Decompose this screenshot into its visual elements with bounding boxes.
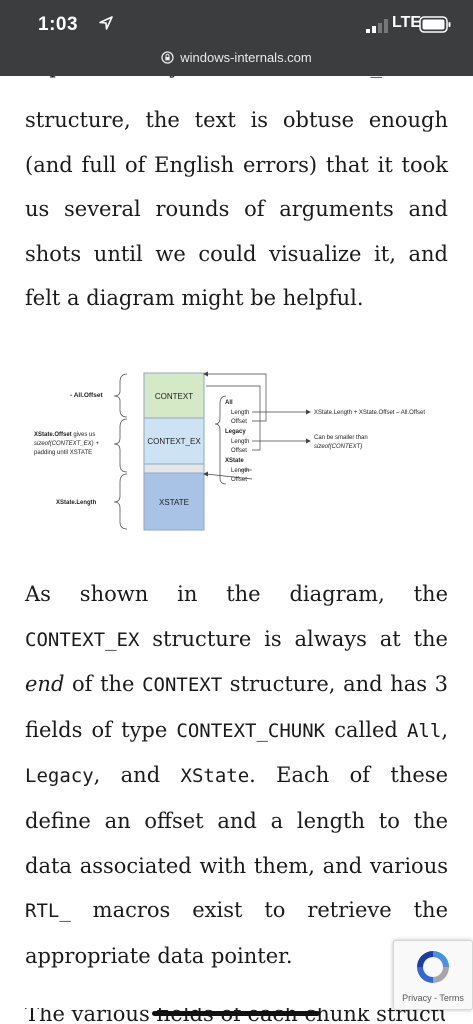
text-run: As shown in the diagram, the [25,582,448,606]
article-paragraph-2: As shown in the diagram, the CONTEXT_EX … [25,572,448,978]
padding-block [143,463,205,474]
legacy-length-arrowhead [306,438,311,444]
field-legacy-offset: Offset [231,448,247,454]
recaptcha-badge[interactable]: Privacy - Terms [393,940,473,1010]
code-xstate: XState [180,765,250,788]
xstate-length-brace [113,473,128,530]
code-context-ex: CONTEXT_EX [25,628,140,651]
recaptcha-links[interactable]: Privacy - Terms [402,993,464,1003]
code-context: CONTEXT [142,674,223,697]
partial-line-text: The various fields of each chunk structu… [25,1008,445,1024]
text-run: called [325,717,407,742]
status-time: 1:03 [38,14,79,35]
field-xstate-length: Length [231,468,249,474]
legacy-note-line2: sizeof(CONTEXT) [314,444,362,450]
all-length-arrowhead [306,409,311,415]
xstate-offset-line2: sizeof(CONTEXT_EX) + [34,441,99,447]
legacy-offset-connector [206,385,261,451]
text-run: . Each of these define an offset and a l… [25,763,448,878]
field-xstate: XState [225,458,244,464]
paragraph-text: structure, the text is obtuse enough (an… [25,108,448,311]
text-run: structure, and has 3 fields of type [25,672,448,742]
recaptcha-icon [417,951,449,983]
clipped-line-text: explain the layout of the CONTEXT_EX [25,76,405,78]
text-run: structure is always at the [139,626,448,651]
code-all: All [406,719,442,742]
network-type: LTE [392,14,422,31]
home-indicator[interactable] [152,1011,320,1016]
all-offset-label: - All.Offset [70,392,103,399]
context-ex-label: CONTEXT_EX [147,437,201,446]
field-legacy-length: Length [231,439,249,445]
partial-text-line: The various fields of each chunk structu… [25,1008,445,1024]
clipped-line-prose: explain the layout of the [25,76,290,78]
xstate-length-label: XState.Length [56,500,97,506]
lock-icon [161,51,174,64]
xstate-offset-brace [113,418,128,473]
xstate-label: XSTATE [159,498,189,507]
text-run: of the [64,672,143,697]
field-all: All [225,400,233,406]
signal-strength-icon [366,19,388,33]
code-legacy: Legacy [25,765,94,788]
field-all-offset: Offset [231,419,247,425]
text-run: , and [93,763,181,788]
address-bar[interactable]: windows-internals.com [0,50,473,65]
xstate-offset-line3: padding until XSTATE [34,450,92,456]
xstate-offset-connector [205,473,253,480]
code-rtl: RTL_ [25,900,71,923]
fields-brace [214,395,227,485]
all-offset-connector [206,373,267,422]
field-all-length: Length [231,410,249,416]
location-arrow-icon [99,16,113,30]
context-label: CONTEXT [155,392,193,401]
context-block [143,372,205,419]
emphasis-end: end [25,672,65,697]
xstate-offset-arrowhead [203,471,208,477]
all-length-note: XState.Length + XState.Offset – All.Offs… [314,410,425,416]
url-text: windows-internals.com [180,50,312,65]
xstate-block [143,472,205,531]
field-legacy: Legacy [225,429,246,435]
code-context-chunk: CONTEXT_CHUNK [176,719,326,742]
clipped-text-line: explain the layout of the CONTEXT_EX [25,76,448,98]
all-offset-arrowhead [203,371,208,377]
text-run: macros exist to retrieve the appropriate… [25,898,448,968]
xstate-offset-label: XState.Offset gives us [34,432,95,438]
battery-icon [419,16,451,33]
context-ex-diagram: CONTEXT CONTEXT_EX XSTATE - All.Offset X… [34,371,425,531]
field-xstate-offset: Offset [231,477,247,483]
status-bar: 1:03 LTE windows-internals.com [0,0,473,76]
legacy-note-line1: Can be smaller than [314,435,368,441]
article-paragraph-1: structure, the text is obtuse enough (an… [25,98,448,321]
clipped-line-code: CONTEXT_EX [290,76,404,78]
all-offset-brace [113,373,128,418]
text-run: , [441,717,448,742]
